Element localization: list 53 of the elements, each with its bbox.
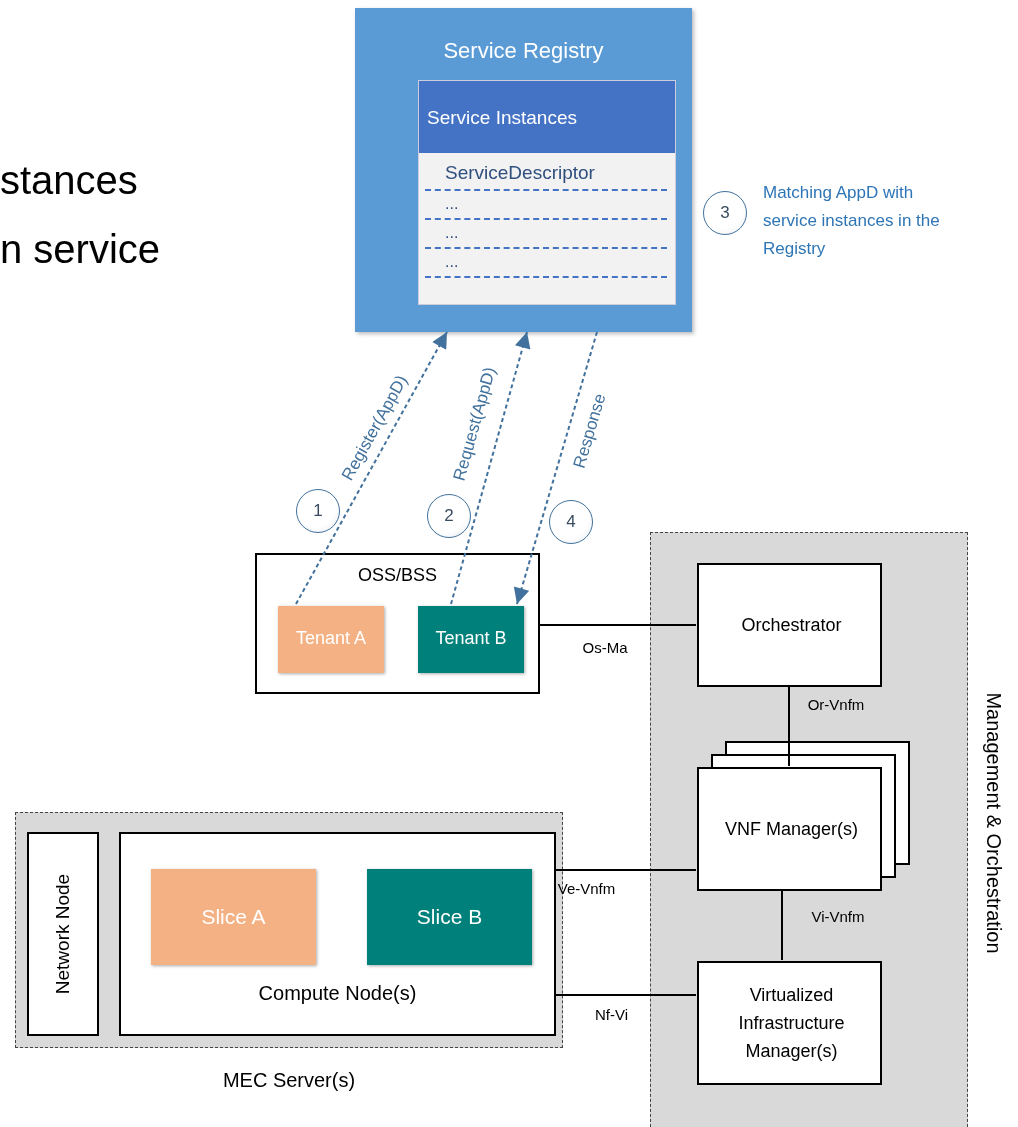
instances-table [418,80,676,305]
process-box [27,832,99,1036]
step-circle [427,494,471,538]
table-row: ServiceDescriptor [425,153,667,191]
box-label: Slice A [200,905,267,929]
step-number: 4 [565,512,577,532]
table-row: ... [425,191,667,220]
box-label: Orchestrator [740,614,843,637]
connector-line [539,624,697,626]
box-label: Network Node [52,873,74,995]
connector-line [781,889,783,961]
panel-title: Service Registry [442,38,605,64]
process-box [697,563,882,687]
arrow [450,331,531,605]
group-title: MEC Server(s) [221,1069,357,1092]
edge-label: Or-Vnfm [807,695,865,713]
table-row: ... [425,220,667,249]
box-label: Slice B [415,905,484,929]
edge-label: Nf-Vi [594,1005,629,1023]
step-number: 2 [443,506,455,526]
process-box [697,961,882,1085]
system-box [255,553,540,694]
heading-fragment: stances [0,158,138,203]
box-label: VNF Manager(s) [724,818,859,841]
step-circle [549,500,593,544]
connector-line [554,994,697,996]
arrow [295,331,448,605]
tenant-box [418,606,524,673]
step-number: 3 [719,203,731,223]
step-note: Matching AppD with service instances in the Registry [763,182,941,260]
arrow [513,331,598,605]
registry-panel [355,8,692,332]
box-title: OSS/BSS [357,565,438,586]
slice-box [151,869,316,965]
heading-fragment: n service [0,227,161,272]
group-title: Management & Orchestration [981,692,1005,954]
process-box [119,832,556,1036]
connector-line [554,869,697,871]
box-label: Tenant A [294,627,368,649]
connector-line [788,685,790,767]
box-label: Compute Node(s) [257,982,418,1005]
edge-label: Os-Ma [582,638,628,656]
tenant-box [278,606,384,673]
slice-box [367,869,532,965]
process-box [697,767,882,891]
step-number: 1 [312,501,324,521]
edge-label: Vi-Vnfm [811,907,865,925]
table-row: ... [425,249,667,278]
box-label: Tenant B [434,627,508,649]
table-header: Service Instances [419,81,675,153]
step-circle [296,489,340,533]
box-label: Virtualized Infrastructure Manager(s) [737,984,846,1063]
edge-label: Ve-Vnfm [557,879,616,897]
